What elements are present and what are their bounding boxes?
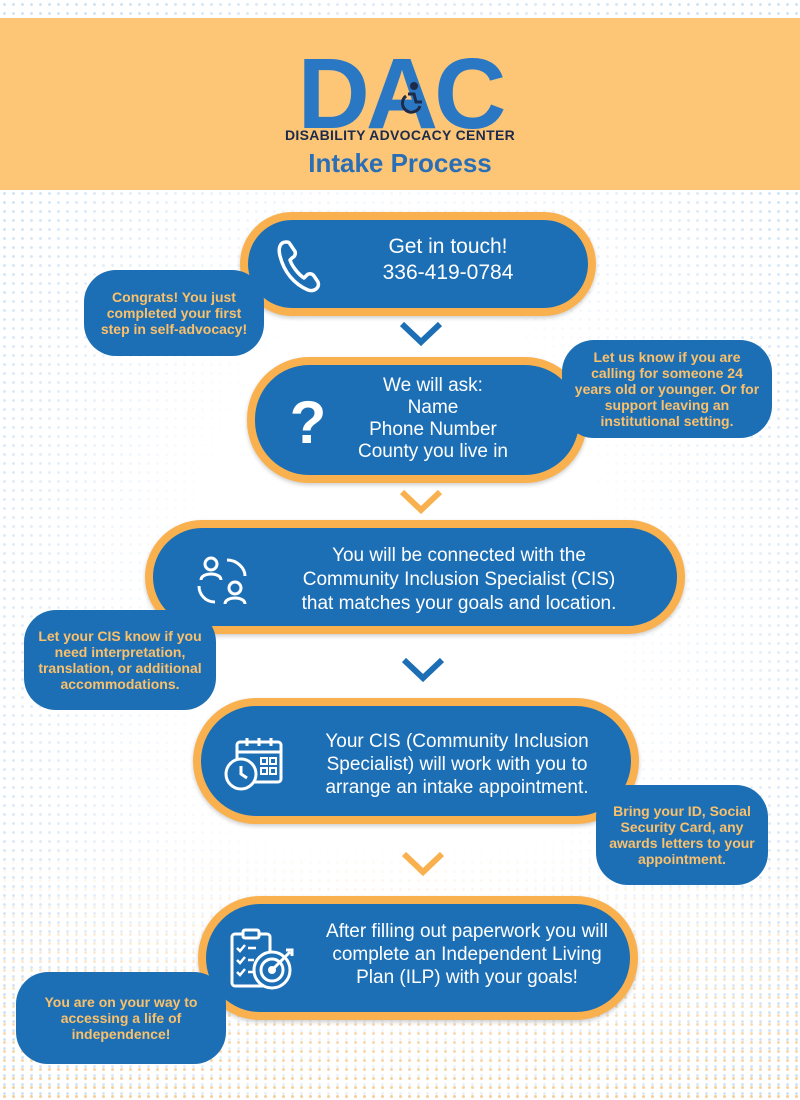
- step-arrange-appointment: Your CIS (Community Inclusion Specialist…: [193, 698, 639, 824]
- wheelchair-icon: [401, 82, 422, 114]
- org-name: DISABILITY ADVOCACY CENTER: [284, 127, 515, 143]
- page-title: Intake Process: [308, 148, 492, 178]
- step-connected-cis: You will be connected with the Community…: [145, 520, 685, 634]
- step-2-line-3: Phone Number: [369, 419, 497, 440]
- step-3-line-2: Community Inclusion Specialist (CIS): [302, 569, 616, 590]
- step-get-in-touch: Get in touch! 336-419-0784: [240, 212, 596, 316]
- dac-logo: DAC: [298, 38, 508, 138]
- phone-icon: [277, 240, 321, 293]
- step-independent-living-plan: After filling out paperwork you will com…: [198, 896, 638, 1020]
- note-bring-id: Bring your ID, Social Security Card, any…: [596, 785, 768, 885]
- step-5-line-3: Plan (ILP) with your goals!: [356, 967, 578, 988]
- question-icon: ?: [290, 391, 327, 451]
- step-4-line-2: Specialist) will work with you to: [326, 754, 588, 775]
- step-1-line-1: Get in touch!: [388, 235, 508, 258]
- header-banner: DAC DISABILITY ADVOCACY CENTER Intake Pr…: [0, 18, 800, 190]
- step-5-line-1: After filling out paperwork you will: [326, 921, 608, 942]
- step-2-line-4: County you live in: [358, 441, 508, 462]
- calendar-clock-icon: [224, 738, 283, 791]
- step-3-line-3: that matches your goals and location.: [301, 593, 617, 614]
- step-5-line-2: complete an Independent Living: [332, 944, 602, 965]
- logo-letters: DAC: [298, 38, 504, 138]
- note-interpretation: Let your CIS know if you need interpreta…: [24, 610, 216, 710]
- people-connect-icon: [197, 556, 247, 605]
- chevron-down-icon: [399, 321, 443, 347]
- note-let-us-know: Let us know if you are calling for someo…: [562, 340, 772, 438]
- note-independence: You are on your way to accessing a life …: [16, 972, 226, 1064]
- svg-text:?: ?: [290, 391, 327, 451]
- step-1-phone-number: 336-419-0784: [382, 261, 514, 284]
- step-4-line-3: arrange an intake appointment.: [325, 777, 589, 798]
- chevron-down-icon: [399, 489, 443, 515]
- note-congrats: Congrats! You just completed your first …: [84, 270, 264, 356]
- checklist-target-icon: [230, 928, 294, 990]
- step-2-line-2: Name: [407, 397, 459, 418]
- chevron-down-icon: [401, 657, 445, 683]
- step-4-line-1: Your CIS (Community Inclusion: [325, 731, 589, 752]
- step-3-line-1: You will be connected with the: [332, 545, 586, 566]
- chevron-down-icon: [401, 851, 445, 877]
- step-we-will-ask: ? We will ask: Name Phone Number County …: [247, 357, 587, 483]
- step-2-line-1: We will ask:: [383, 375, 483, 396]
